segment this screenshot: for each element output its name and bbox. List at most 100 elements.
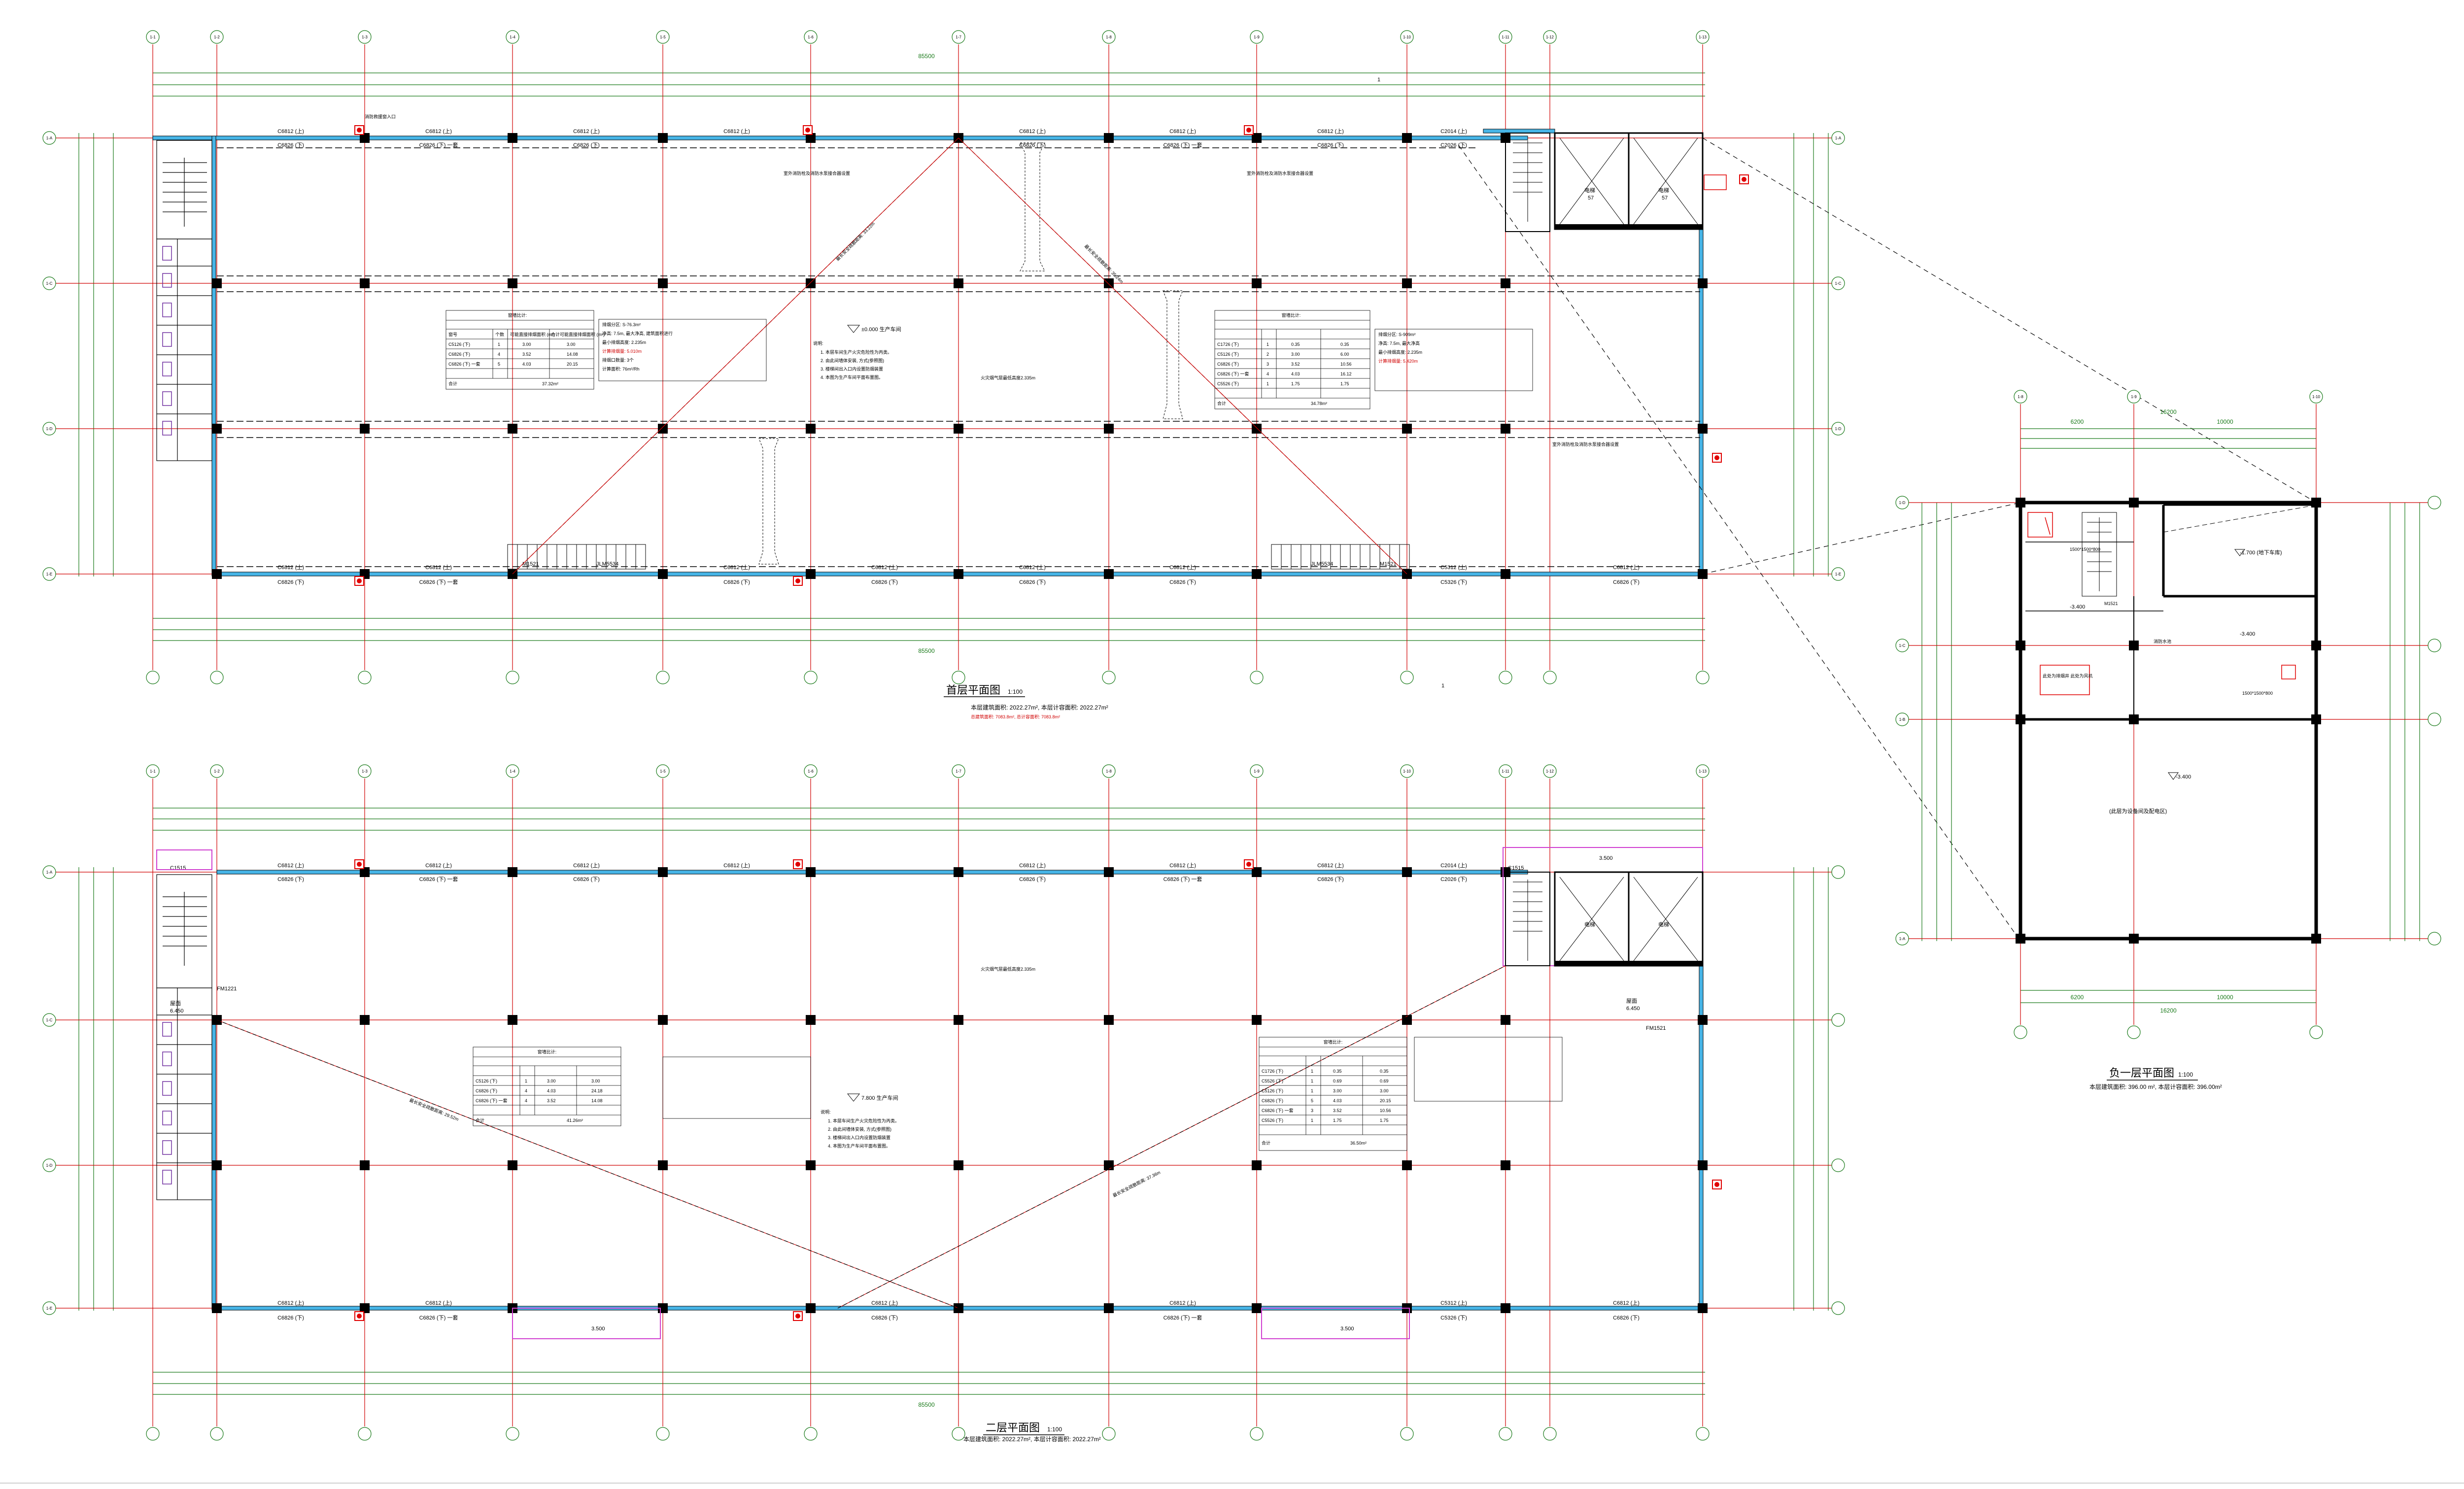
svg-text:6200: 6200 <box>2071 418 2084 425</box>
svg-text:总建筑面积: 7083.8m², 总计容面积: 7083.8: 总建筑面积: 7083.8m², 总计容面积: 7083.8m² <box>971 714 1060 719</box>
svg-text:C6826 (下): C6826 (下) <box>1169 579 1196 585</box>
svg-text:±0.000 生产车间: ±0.000 生产车间 <box>861 326 901 333</box>
svg-text:6.00: 6.00 <box>1340 352 1349 357</box>
svg-text:C6826 (下): C6826 (下) <box>277 142 304 148</box>
svg-text:火灾烟气层最低高度2.335m: 火灾烟气层最低高度2.335m <box>981 375 1035 380</box>
svg-text:C6812 (上): C6812 (上) <box>425 1300 452 1306</box>
svg-text:1-3: 1-3 <box>362 769 368 774</box>
svg-text:C6826 (下) 一套: C6826 (下) 一套 <box>1164 142 1202 148</box>
svg-text:可能直接排烟面积 (m²): 可能直接排烟面积 (m²) <box>510 332 555 337</box>
svg-text:1-10: 1-10 <box>1403 769 1411 774</box>
svg-text:净高: 7.5m, 最大净高: 净高: 7.5m, 最大净高 <box>1378 340 1420 346</box>
svg-text:36.50m²: 36.50m² <box>1350 1141 1367 1146</box>
svg-text:C6826 (下) 一套: C6826 (下) 一套 <box>419 142 458 148</box>
svg-text:4: 4 <box>525 1098 527 1103</box>
svg-text:6.450: 6.450 <box>170 1008 184 1014</box>
svg-text:C2026 (下): C2026 (下) <box>1440 142 1467 148</box>
svg-text:C6812 (上): C6812 (上) <box>1317 862 1344 869</box>
svg-text:16200: 16200 <box>2160 1007 2177 1014</box>
plan1-elevator-no: 57 <box>1588 195 1594 201</box>
svg-text:1: 1 <box>1266 342 1269 347</box>
svg-text:16.12: 16.12 <box>1340 372 1352 376</box>
plan2-dimensions <box>78 808 1829 1395</box>
svg-text:C5126 (下): C5126 (下) <box>1262 1088 1283 1093</box>
svg-text:4: 4 <box>498 352 500 357</box>
svg-text:合计: 合计 <box>476 1117 484 1123</box>
svg-text:个数: 个数 <box>495 332 504 337</box>
svg-text:C6812 (上): C6812 (上) <box>573 862 600 869</box>
svg-text:C6812 (上): C6812 (上) <box>1317 128 1344 135</box>
svg-text:C6826 (下): C6826 (下) <box>1613 1315 1640 1321</box>
svg-text:消防水池: 消防水池 <box>2154 639 2171 644</box>
svg-text:1-4: 1-4 <box>510 769 515 774</box>
svg-text:C6826 (下): C6826 (下) <box>1019 142 1046 148</box>
plan2-smoke-table-2 <box>1259 1037 1563 1151</box>
svg-text:室外消防栓及消防水泵接合器设置: 室外消防栓及消防水泵接合器设置 <box>1247 170 1313 176</box>
svg-text:C6812 (上): C6812 (上) <box>1169 128 1196 135</box>
plan1-total-dim: 85500 <box>918 53 935 60</box>
svg-text:本层建筑面积: 2022.27m², 本层计容面积: 202: 本层建筑面积: 2022.27m², 本层计容面积: 2022.27m² <box>971 704 1108 711</box>
svg-text:10000: 10000 <box>2217 418 2233 425</box>
svg-text:24.18: 24.18 <box>591 1088 603 1093</box>
plan1-door-jlm-2: JLM5534 <box>1311 561 1333 567</box>
svg-text:10.56: 10.56 <box>1340 362 1352 367</box>
svg-text:说明:: 说明: <box>821 1109 831 1115</box>
svg-text:屋面: 屋面 <box>1626 998 1637 1004</box>
plan1-beam-symbols <box>758 142 1183 565</box>
plan2-evac-lines-dashed <box>216 965 1506 1309</box>
basement-projection-lines <box>1458 137 2317 942</box>
svg-text:1-10: 1-10 <box>1403 35 1411 39</box>
plan1-axis-bubbles <box>42 30 1845 684</box>
svg-text:C6812 (上): C6812 (上) <box>425 128 452 135</box>
svg-text:-1.700 (地下车库): -1.700 (地下车库) <box>2240 549 2282 556</box>
svg-text:C6826 (下): C6826 (下) <box>573 142 600 148</box>
svg-text:C6826 (下): C6826 (下) <box>476 1088 497 1093</box>
svg-text:7.800 生产车间: 7.800 生产车间 <box>861 1094 898 1101</box>
svg-text:1-5: 1-5 <box>660 35 666 39</box>
svg-text:2: 2 <box>1266 352 1269 357</box>
plan2-diag-label-2: 最长安全疏散距离: 37.36m <box>1112 1169 1161 1198</box>
svg-text:5: 5 <box>1311 1098 1313 1103</box>
plan2-elevator-label: 电梯 <box>1584 921 1595 928</box>
svg-text:10000: 10000 <box>2217 994 2233 1001</box>
svg-text:C6826 (下): C6826 (下) <box>1019 579 1046 585</box>
svg-text:C6826 (下): C6826 (下) <box>573 877 600 882</box>
svg-text:C5526 (下): C5526 (下) <box>1262 1079 1283 1083</box>
svg-text:3: 3 <box>1311 1108 1313 1113</box>
svg-text:M1521: M1521 <box>2104 601 2118 606</box>
svg-text:合计: 合计 <box>448 381 457 386</box>
svg-text:1. 本层车间生产火灾危险性为丙类。: 1. 本层车间生产火灾危险性为丙类。 <box>821 349 892 355</box>
svg-text:本层建筑面积: 2022.27m², 本层计容面积: 202: 本层建筑面积: 2022.27m², 本层计容面积: 2022.27m² <box>963 1435 1101 1443</box>
plan1-freight-no: 57 <box>1662 195 1668 201</box>
svg-text:C6826 (下): C6826 (下) <box>871 1315 898 1321</box>
svg-text:3.00: 3.00 <box>1333 1088 1342 1093</box>
section-mark-1: 1 <box>1441 683 1444 689</box>
svg-text:1-B: 1-B <box>1899 717 1905 722</box>
svg-text:1-A: 1-A <box>46 136 53 140</box>
svg-text:C5526 (下): C5526 (下) <box>1262 1118 1283 1123</box>
svg-text:C6812 (上): C6812 (上) <box>277 862 304 869</box>
plan1-door-m1521: M1521 <box>522 561 539 567</box>
svg-text:1-D: 1-D <box>1835 427 1842 431</box>
svg-text:34.78m²: 34.78m² <box>1311 401 1327 406</box>
svg-text:合计: 合计 <box>1262 1140 1270 1146</box>
svg-text:1-6: 1-6 <box>808 35 814 39</box>
svg-text:3: 3 <box>1266 362 1269 367</box>
svg-text:窗墙比计:: 窗墙比计: <box>508 312 527 318</box>
svg-text:4.03: 4.03 <box>547 1088 556 1093</box>
plan1-left-core <box>156 140 212 461</box>
svg-text:1. 本层车间生产火灾危险性为丙类。: 1. 本层车间生产火灾危险性为丙类。 <box>828 1118 899 1123</box>
plan3-labels: -1.700 (地下车库) -3.400 -3.400 -3.400 (此层为设… <box>2043 408 2282 1014</box>
svg-text:4. 本图为生产车间平面布置图。: 4. 本图为生产车间平面布置图。 <box>828 1143 890 1149</box>
svg-text:1-11: 1-11 <box>1502 35 1509 39</box>
svg-text:室外消防栓及消防水泵接合器设置: 室外消防栓及消防水泵接合器设置 <box>784 170 850 176</box>
svg-text:C6812 (上): C6812 (上) <box>1169 1300 1196 1306</box>
svg-text:1-A: 1-A <box>1899 937 1906 941</box>
svg-text:C6812 (上): C6812 (上) <box>871 1300 898 1306</box>
svg-text:C6826 (下) 一套: C6826 (下) 一套 <box>1217 371 1249 376</box>
plan2-level-notes: 7.800 生产车间 说明: 1. 本层车间生产火灾危险性为丙类。 2. 由此间… <box>170 855 1666 1332</box>
plan3-title: 负一层平面图 <box>2109 1067 2174 1079</box>
svg-text:3.00: 3.00 <box>567 342 576 347</box>
svg-text:说明:: 说明: <box>813 340 823 346</box>
svg-text:C6812 (上): C6812 (上) <box>1169 564 1196 571</box>
